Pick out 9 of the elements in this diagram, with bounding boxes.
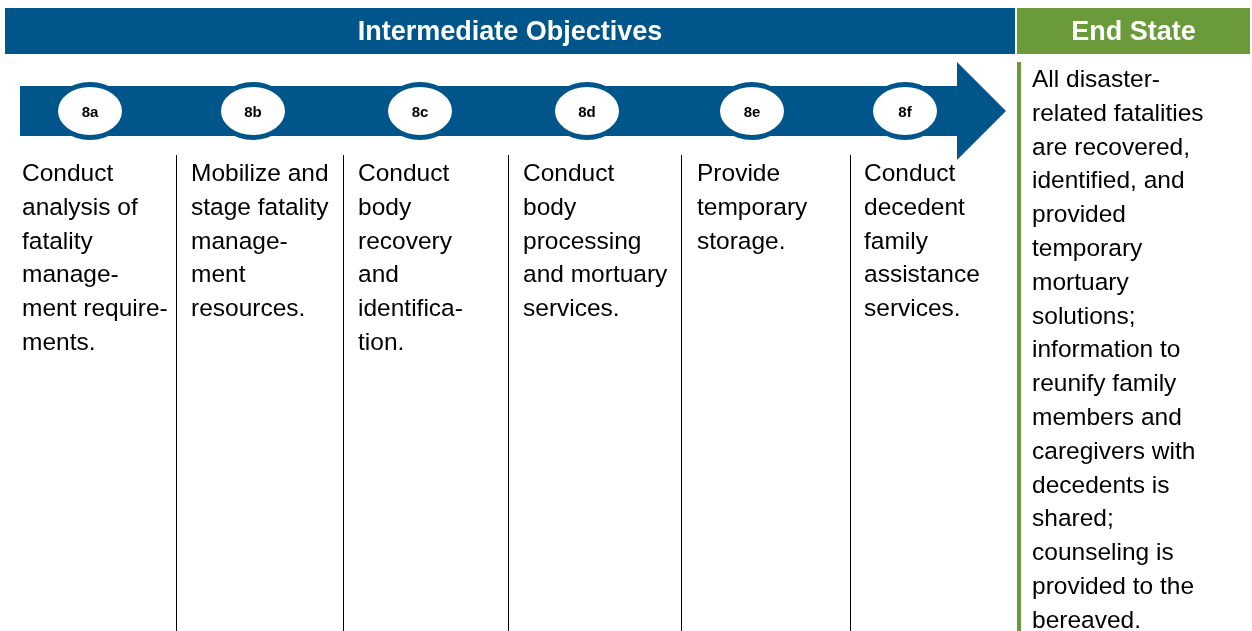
- step-description: Conduct decedent family assistance services.: [864, 158, 981, 324]
- step-description: Conduct body recovery and identifica- tion.: [358, 158, 464, 357]
- step-description: Provide temporary storage.: [697, 158, 809, 256]
- step-description: Mobilize and stage fatality manage- ment resources.: [191, 158, 330, 324]
- header-band: End State: [1017, 8, 1250, 54]
- end-state-text: All disaster- related fatalities are recovered, identified, and provided temporary mortuary solutions; information to reunify family members and caregivers with decedents is shared; counseling is provided to the bereaved.: [1032, 64, 1205, 631]
- step-description: Conduct analysis of fatality manage- ment require- ments.: [22, 158, 169, 357]
- step-description: Conduct body processing and mortuary services.: [523, 158, 669, 324]
- header-band: Intermediate Objectives: [5, 8, 1015, 54]
